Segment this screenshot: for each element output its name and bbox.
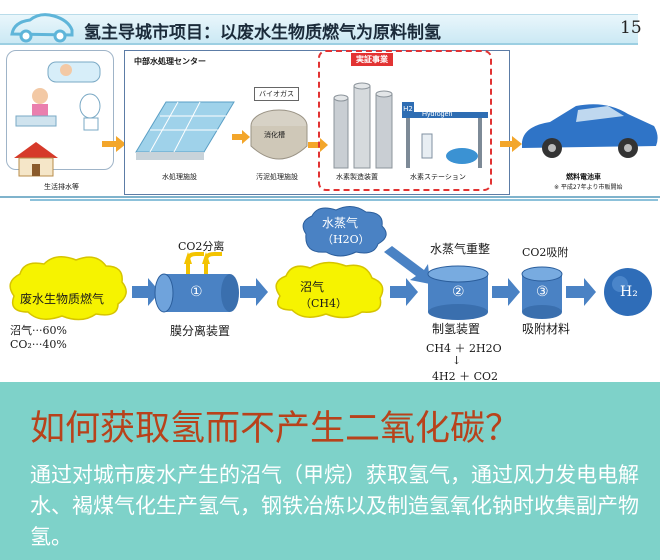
treatment-center-name: 中部水処理センター [134,57,206,66]
sludge-facility-label: 汚泥処理施設 [256,173,298,181]
demonstration-badge: 実証事業 [351,53,393,66]
step1-number: ① [190,284,203,300]
step2-number: ② [452,284,465,300]
membrane-body [164,274,230,312]
reaction-arrow: ↓ [452,354,462,367]
page-number: 15 [620,18,642,38]
station-sign: H2 [402,102,414,116]
reaction-output: 4H2 ＋ CO2 [432,370,499,383]
biogas-cloud [275,261,384,319]
car-logo-icon [10,13,74,43]
flow-arrow-4 [500,136,522,152]
step3-number: ③ [536,284,549,300]
title-bar [0,14,638,45]
step3-label: 吸附材料 [522,322,571,336]
h2-station-label: 水素ステーション [410,173,466,181]
water-facility-label: 水処理施設 [162,173,197,181]
fuel-cell-car [522,104,658,158]
biogas-formula: （CH4） [300,297,348,310]
steam-formula: （H2O） [322,233,370,246]
feed-composition-1: 沼气···60% [10,324,67,337]
section-line [30,199,658,201]
hydrogen-plant-towers [333,82,393,169]
arrow-reformer-to-adsorber [492,278,520,306]
step1-label: 膜分离装置 [170,324,231,338]
page-title: 氢主导城市项目：以废水生物质燃气为原料制氢 [84,23,441,43]
reaction-input: CH4 ＋ 2H2O [426,342,502,355]
hydrogen-station [402,112,488,168]
arrow-biogas-to-reformer [390,278,418,306]
co2-adsorption-label: CO2吸附 [522,246,569,259]
steam-cloud [302,206,387,257]
process-diagram [9,206,652,321]
summary-question: 如何获取氢而不产生二氧化碳？ [30,409,521,449]
feed-cloud [9,256,127,321]
flow-arrow-1 [102,136,126,152]
section-divider [0,196,660,198]
steam-label: 水蒸气 [322,216,359,230]
house-icon [14,142,58,177]
water-treatment-facility [135,101,235,160]
summary-body: 通过对城市废水产生的沼气（甲烷）获取氢气，通过风力发电电解水、褐煤气化生产氢气，… [30,463,639,549]
arrow-steam-to-reformer [384,246,430,284]
biogas-label: 沼气 [300,280,325,294]
feed-label: 废水生物质燃气 [20,292,105,306]
station-brand: Hydrogen [422,111,453,118]
arrow-membrane-to-biogas [240,278,268,306]
feed-composition-2: CO₂···40% [10,338,67,351]
summary-panel [0,382,660,560]
digester-label: 消化槽 [264,131,285,139]
household-illustration [15,61,101,131]
product-label: H₂ [620,284,638,300]
reforming-label: 水蒸气重整 [430,242,491,256]
h2-plant-label: 水素製造装置 [336,173,378,181]
demonstration-box [318,50,492,191]
arrow-adsorber-to-h2 [566,278,596,306]
digester-tank [250,109,308,160]
source-label: 生活排水等 [44,183,79,191]
co2-separation-label: CO2分离 [178,240,225,253]
car-title: 燃料電池車 [566,173,601,181]
step2-label: 制氢装置 [432,322,481,336]
car-note: ※ 平成27年より市販開始 [554,184,623,191]
arrow-feed-to-membrane [132,278,160,306]
flow-arrow-2 [232,130,250,144]
biogas-tag: バイオガス [254,87,299,101]
